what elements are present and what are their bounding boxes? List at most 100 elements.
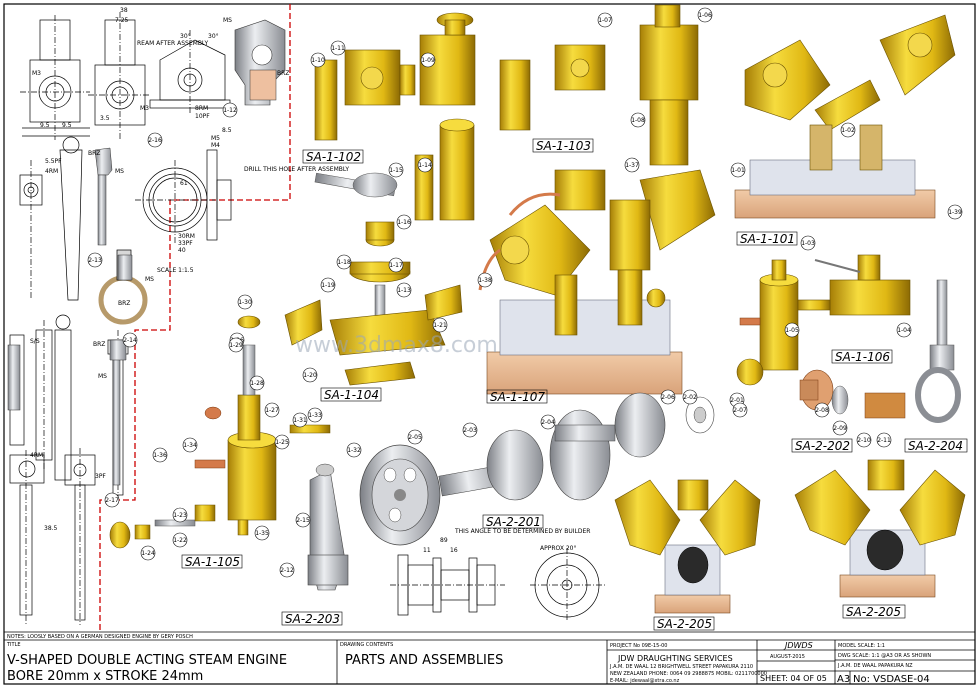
- callout-2-12: 2-12: [279, 562, 295, 578]
- callout-2-02: 2-02: [682, 389, 698, 405]
- callout-2-10: 2-10: [856, 432, 872, 448]
- label-sa-2-205-a: SA-2-205: [657, 617, 712, 631]
- callout-1-20: 1-20: [302, 367, 318, 383]
- callout-1-08: 1-08: [630, 112, 646, 128]
- callout-label: 2-03: [463, 427, 477, 434]
- callout-bubble: [222, 102, 238, 118]
- callout-2-03: 2-03: [462, 422, 478, 438]
- callout-bubble: [310, 52, 326, 68]
- callout-1-11: 1-11: [330, 40, 346, 56]
- callout-2-16: 2-16: [147, 132, 163, 148]
- callout-bubble: [307, 407, 323, 423]
- callout-1-35: 1-35: [254, 525, 270, 541]
- callout-1-32: 1-32: [346, 442, 362, 458]
- callout-1-10: 1-10: [310, 52, 326, 68]
- callout-1-21: 1-21: [432, 317, 448, 333]
- company-name: JDW DRAUGHTING SERVICES: [617, 654, 733, 663]
- address-line2: NEW ZEALAND PHONE: 0064 09 2988875 MOBIL…: [610, 671, 767, 677]
- callout-bubble: [104, 492, 120, 508]
- title-caption: TITLE: [6, 642, 21, 648]
- dim-30a: 30°: [180, 33, 191, 40]
- copyright-text: J.A.M. DE WAAL PAPAKURA NZ: [837, 663, 913, 669]
- assembly-sa-1-102: [314, 12, 476, 221]
- assembly-labels: SA-1-102 SA-1-103 SA-1-101 SA-1-104 SA-1…: [181, 138, 968, 631]
- callout-label: 2-16: [148, 137, 162, 144]
- dim-30b: 30°: [208, 33, 219, 40]
- callout-label: 2-08: [815, 407, 829, 414]
- callout-bubble: [432, 317, 448, 333]
- callout-bubble: [330, 40, 346, 56]
- callout-2-05: 2-05: [407, 429, 423, 445]
- callout-2-15: 2-15: [295, 512, 311, 528]
- callout-label: 1-06: [698, 12, 712, 19]
- assembly-sa-1-106: [736, 254, 911, 386]
- material-brz-1: BRZ: [277, 70, 289, 77]
- dim-5.5PF: 5.5PF: [45, 158, 62, 165]
- callout-bubble: [407, 429, 423, 445]
- title-block: [4, 631, 975, 684]
- callout-bubble: [264, 402, 280, 418]
- callout-2-13: 2-13: [87, 252, 103, 268]
- callout-label: 1-30: [238, 299, 252, 306]
- note-ream: REAM AFTER ASSEMBLY: [137, 40, 208, 47]
- callout-bubble: [228, 337, 244, 353]
- dim-9.5b: 9.5: [62, 122, 72, 129]
- callout-label: 1-08: [631, 117, 645, 124]
- callout-label: 2-14: [123, 337, 137, 344]
- note-approx: APPROX 20°: [540, 545, 577, 552]
- label-sa-1-104: SA-1-104: [324, 388, 379, 402]
- callout-label: 1-35: [255, 530, 269, 537]
- callout-bubble: [682, 389, 698, 405]
- callout-label: 1-27: [265, 407, 279, 414]
- contents-caption: DRAWING CONTENTS: [340, 642, 393, 648]
- assembly-sa-2-205-left: [614, 479, 761, 614]
- callout-label: 1-07: [598, 17, 612, 24]
- material-brz-3: BRZ: [118, 300, 130, 307]
- dim-30RM: 30RM: [178, 233, 195, 240]
- dim-11: 11: [423, 547, 431, 554]
- callout-bubble: [336, 254, 352, 270]
- callout-1-34: 1-34: [182, 437, 198, 453]
- callout-label: 2-04: [541, 419, 555, 426]
- label-sa-2-202: SA-2-202: [795, 439, 850, 453]
- callout-bubble: [295, 512, 311, 528]
- label-sa-2-203: SA-2-203: [285, 612, 340, 626]
- callout-label: 1-15: [389, 167, 403, 174]
- dim-10PF: 10PF: [195, 113, 210, 120]
- material-ms-4: MS: [98, 373, 107, 380]
- callout-label: 1-34: [183, 442, 197, 449]
- callout-1-02: 1-02: [840, 122, 856, 138]
- logo-text: JDWDS: [783, 641, 813, 650]
- dim-4RM-2: 4RM: [30, 452, 43, 459]
- dim-33PF: 33PF: [178, 240, 193, 247]
- callout-bubble: [947, 204, 963, 220]
- label-sa-2-201: SA-2-201: [486, 515, 541, 529]
- callout-bubble: [800, 235, 816, 251]
- callout-label: 2-13: [88, 257, 102, 264]
- callout-label: 1-16: [397, 219, 411, 226]
- callout-label: 2-11: [877, 437, 891, 444]
- watermark: www.3dmax8.com: [295, 333, 498, 358]
- material-ms-2: MS: [115, 168, 124, 175]
- callout-1-01: 1-01: [730, 162, 746, 178]
- callout-1-36: 1-36: [152, 447, 168, 463]
- callout-label: 1-25: [275, 439, 289, 446]
- callout-bubble: [152, 447, 168, 463]
- sheet-border: [3, 3, 976, 685]
- callout-label: 1-32: [347, 447, 361, 454]
- dim-3.5: 3.5: [100, 115, 110, 122]
- label-sa-1-103: SA-1-103: [536, 139, 591, 153]
- callout-1-12: 1-12: [222, 102, 238, 118]
- callout-label: 1-36: [153, 452, 167, 459]
- callout-bubble: [396, 282, 412, 298]
- callout-label: 1-01: [731, 167, 745, 174]
- callout-label: 1-13: [397, 287, 411, 294]
- label-sa-1-102: SA-1-102: [306, 150, 361, 164]
- note-angle: THIS ANGLE TO BE DETERMINED BY BUILDER: [454, 528, 590, 535]
- callout-bubble: [732, 402, 748, 418]
- callout-label: 1-09: [421, 57, 435, 64]
- callout-bubble: [856, 432, 872, 448]
- material-ms-1: MS: [223, 17, 232, 24]
- callout-bubble: [896, 322, 912, 338]
